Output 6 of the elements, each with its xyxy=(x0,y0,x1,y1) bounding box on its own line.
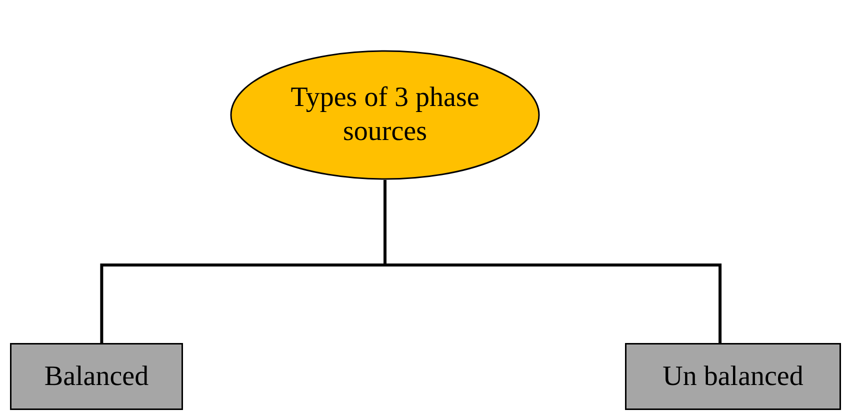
category-box xyxy=(625,343,841,410)
topic-title: Types of 3 phase sources xyxy=(290,81,480,149)
topic-ellipse xyxy=(230,50,540,180)
category-label: Un balanced xyxy=(662,360,804,394)
category-box xyxy=(10,343,183,410)
category-label: Balanced xyxy=(44,360,149,394)
